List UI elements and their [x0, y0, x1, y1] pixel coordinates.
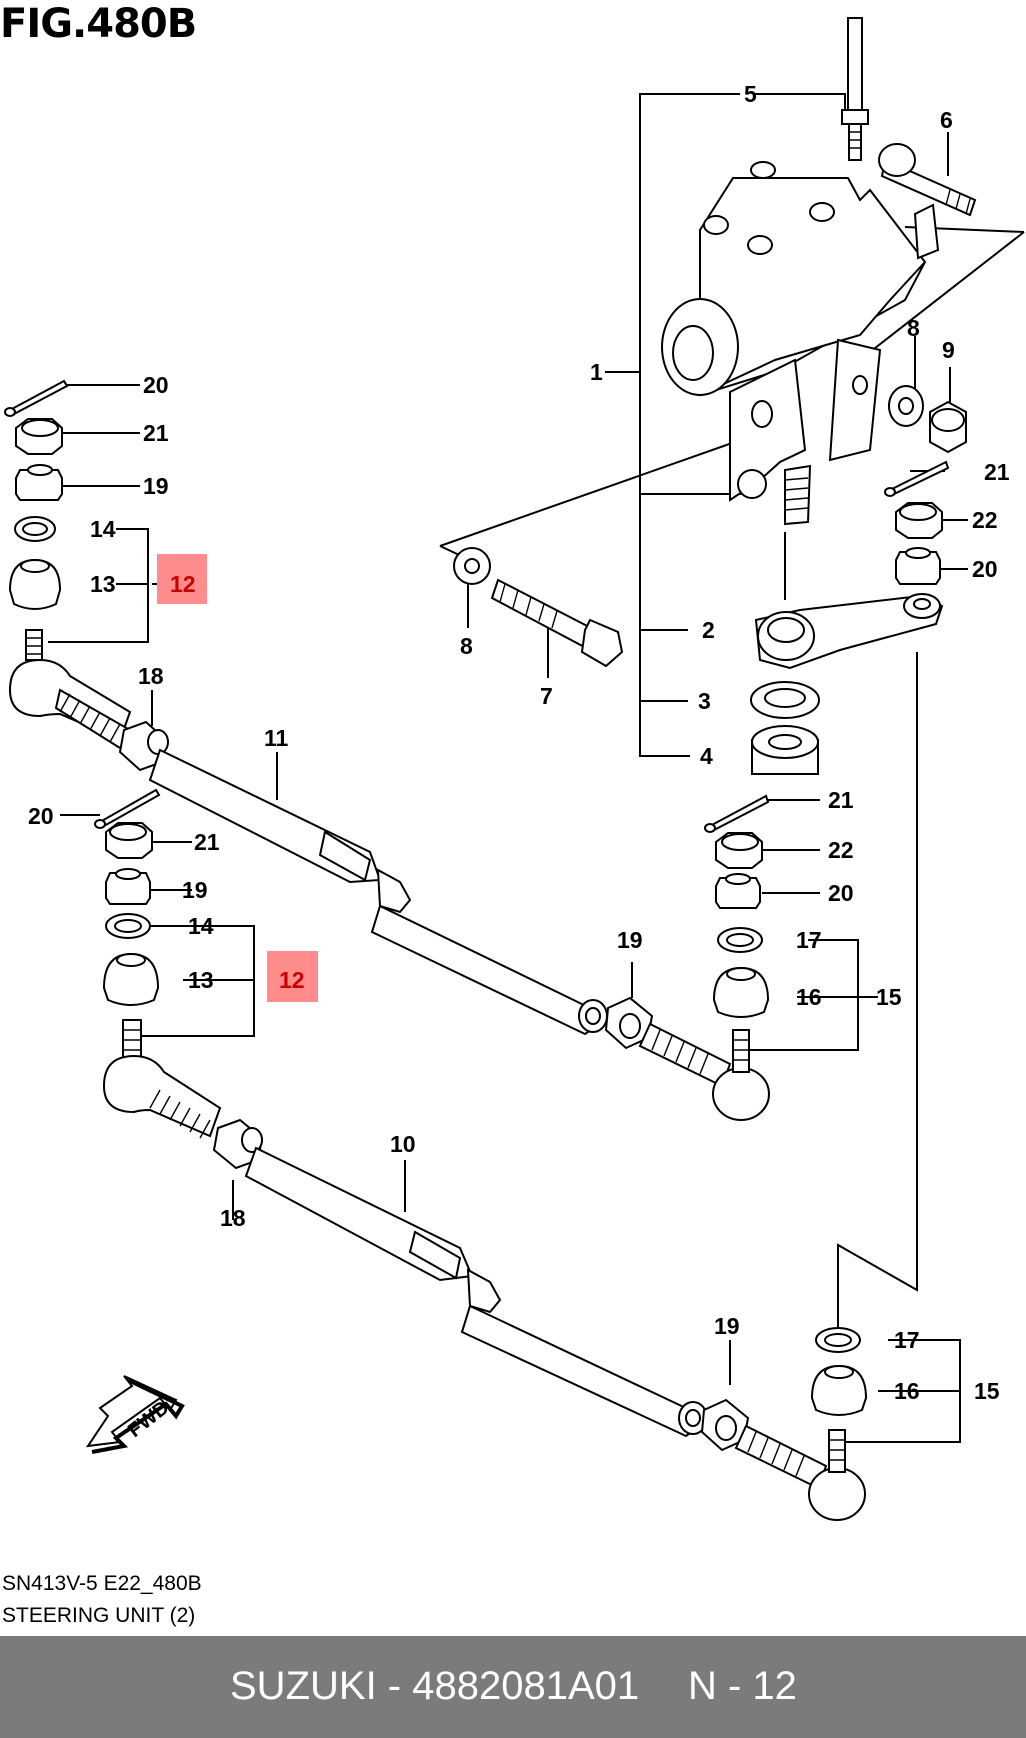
part-19-end-right-middle	[604, 996, 770, 1121]
leader-lines	[48, 93, 1025, 1443]
callout-label-17-lower: 17	[894, 1327, 920, 1353]
callout-label-5: 5	[744, 81, 757, 107]
part-5-bolt	[841, 17, 869, 161]
hardware-set-right-bottom	[810, 1327, 868, 1416]
callout-label-10: 10	[390, 1131, 416, 1157]
callout-label-2: 2	[702, 617, 715, 643]
diagram-caption: STEERING UNIT (2)	[2, 1604, 196, 1627]
part-2-pitman-arm	[754, 593, 944, 670]
figure-title: FIG.480B	[0, 1, 197, 47]
hardware-set-right-top	[884, 460, 950, 585]
highlight-box-12-lower	[267, 951, 318, 1002]
callout-label-22-left-top: 21	[143, 420, 169, 446]
part-8-washer-hole	[898, 397, 914, 415]
hardware-set-right-middle	[704, 794, 770, 1018]
callout-label-7: 7	[540, 683, 553, 709]
footer-bar: SUZUKI - 4882081A01 N - 12	[0, 1636, 1026, 1738]
callout-label-22-right-top: 22	[972, 507, 998, 533]
callout-label-21-right-top: 21	[984, 459, 1010, 485]
callout-label-18-upper: 18	[138, 663, 164, 689]
callout-label-12-upper: 12	[170, 571, 196, 597]
callout-label-17-middle: 17	[796, 927, 822, 953]
callout-label-19-lower: 19	[714, 1313, 740, 1339]
callout-label-3: 3	[698, 688, 711, 714]
callout-label-18-lower: 18	[220, 1205, 246, 1231]
diagram-code: SN413V-5 E22_480B	[2, 1572, 202, 1595]
callout-labels: 5 6 1 8 9 21 22 20 8 7 2 3 4 20 21 19 14…	[28, 81, 1010, 1404]
callout-label-21-left-bottom: 20	[28, 803, 54, 829]
callout-label-22-left-bottom: 21	[194, 829, 220, 855]
callout-label-13-lower: 13	[188, 967, 214, 993]
callout-label-12-lower: 12	[279, 967, 305, 993]
part-10-tie-rod	[102, 1019, 708, 1438]
callout-label-8-left: 8	[460, 633, 473, 659]
footer-part-number: SUZUKI - 4882081A01	[230, 1664, 640, 1708]
callout-label-19-middle: 19	[617, 927, 643, 953]
parts-diagram: FWD 5 6 1 8 9 21 22 20 8 7 2 3 4 20 21 1…	[4, 17, 1025, 1521]
callout-label-4: 4	[700, 743, 713, 769]
footer-reference: N - 12	[688, 1664, 797, 1708]
part-7-bolt	[490, 578, 624, 668]
hardware-set-left-top	[4, 379, 69, 610]
callout-label-14-upper: 14	[90, 516, 116, 542]
steering-gear-box	[661, 161, 940, 526]
callout-label-21-right-middle: 21	[828, 787, 854, 813]
callout-label-13-upper: 13	[90, 571, 116, 597]
part-8-washer-left-hole	[464, 558, 480, 574]
callout-label-16-middle: 16	[796, 984, 822, 1010]
fwd-arrow-icon: FWD	[85, 1375, 185, 1454]
callout-label-8-right: 8	[907, 315, 920, 341]
callout-label-15-middle: 15	[876, 984, 902, 1010]
callout-label-16-lower: 16	[894, 1378, 920, 1404]
callout-label-9: 9	[942, 337, 955, 363]
part-11-tie-rod	[8, 629, 608, 1036]
callout-label-6: 6	[940, 107, 953, 133]
callout-label-20-right-middle: 20	[828, 880, 854, 906]
callout-label-22-right-middle: 22	[828, 837, 854, 863]
callout-label-1: 1	[590, 359, 603, 385]
part-3-washer-hole	[764, 688, 806, 708]
hardware-set-left-bottom	[94, 788, 161, 1006]
part-9-nut-top	[931, 408, 965, 432]
part-4-nut	[751, 725, 819, 775]
callout-label-20-right-top: 20	[972, 556, 998, 582]
callout-label-11: 11	[264, 725, 289, 751]
callout-label-14-lower: 14	[188, 913, 214, 939]
highlight-box-12-upper	[157, 554, 207, 604]
callout-label-20-left-top: 19	[143, 473, 169, 499]
part-19-end-right-bottom	[700, 1398, 866, 1521]
callout-label-21-left-top: 20	[143, 372, 169, 398]
callout-label-20-left-bottom: 19	[182, 877, 208, 903]
part-6-bolt	[878, 143, 977, 217]
callout-label-15-lower: 15	[974, 1378, 1000, 1404]
